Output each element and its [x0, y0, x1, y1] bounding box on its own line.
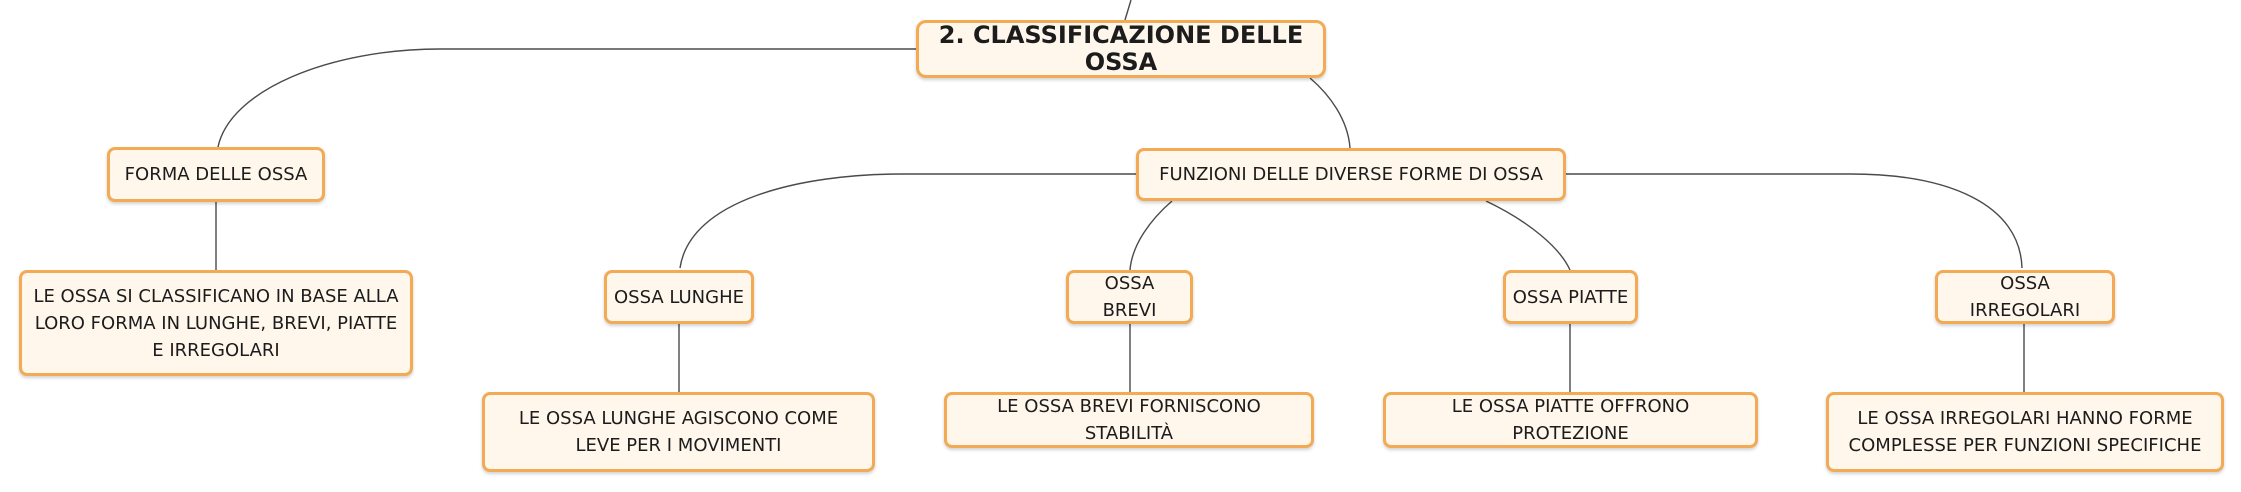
node-funzioni-delle-diverse-forme-di-ossa[interactable]: FUNZIONI DELLE DIVERSE FORME DI OSSA	[1136, 148, 1566, 201]
node-label: OSSA PIATTE	[1512, 286, 1629, 308]
node-ossa-piatte-desc[interactable]: LE OSSA PIATTE OFFRONO PROTEZIONE	[1383, 392, 1758, 448]
node-label: LE OSSA PIATTE OFFRONO PROTEZIONE	[1451, 396, 1690, 444]
node-forma-delle-ossa[interactable]: FORMA DELLE OSSA	[107, 147, 325, 202]
connector-parent-root	[1124, 0, 1132, 21]
connector-funzioni-brevi	[1129, 200, 1173, 271]
node-ossa-classificazione-forma-desc[interactable]: LE OSSA SI CLASSIFICANO IN BASE ALLA LOR…	[19, 270, 413, 376]
node-ossa-brevi[interactable]: OSSA BREVI	[1066, 270, 1193, 324]
connector-funzioni-piatte	[1485, 200, 1571, 271]
connector-funzioni-irregolari	[1566, 173, 2023, 269]
node-label: LE OSSA BREVI FORNISCONO STABILITÀ	[997, 396, 1261, 444]
node-label: 2. CLASSIFICAZIONE DELLE OSSA	[938, 21, 1304, 76]
connector-root-funzioni	[1309, 77, 1351, 149]
node-ossa-lunghe[interactable]: OSSA LUNGHE	[604, 270, 754, 324]
node-ossa-brevi-desc[interactable]: LE OSSA BREVI FORNISCONO STABILITÀ	[944, 392, 1314, 448]
node-root-classificazione-delle-ossa[interactable]: 2. CLASSIFICAZIONE DELLE OSSA	[916, 20, 1326, 78]
node-label: OSSA BREVI	[1102, 273, 1157, 321]
node-ossa-irregolari-desc[interactable]: LE OSSA IRREGOLARI HANNO FORME COMPLESSE…	[1826, 392, 2224, 472]
node-label: OSSA IRREGOLARI	[1969, 273, 2081, 321]
node-label: OSSA LUNGHE	[613, 286, 745, 308]
node-ossa-irregolari[interactable]: OSSA IRREGOLARI	[1935, 270, 2115, 324]
connector-root-forma	[217, 48, 917, 148]
connector-funzioni-lunghe	[679, 173, 1136, 269]
node-label: FUNZIONI DELLE DIVERSE FORME DI OSSA	[1159, 164, 1543, 185]
node-label: FORMA DELLE OSSA	[124, 164, 308, 185]
node-ossa-piatte[interactable]: OSSA PIATTE	[1503, 270, 1638, 324]
node-label: LE OSSA LUNGHE AGISCONO COME LEVE PER I …	[518, 408, 839, 456]
node-ossa-lunghe-desc[interactable]: LE OSSA LUNGHE AGISCONO COME LEVE PER I …	[482, 392, 875, 472]
node-label: LE OSSA SI CLASSIFICANO IN BASE ALLA LOR…	[33, 285, 399, 361]
node-label: LE OSSA IRREGOLARI HANNO FORME COMPLESSE…	[1848, 408, 2202, 456]
